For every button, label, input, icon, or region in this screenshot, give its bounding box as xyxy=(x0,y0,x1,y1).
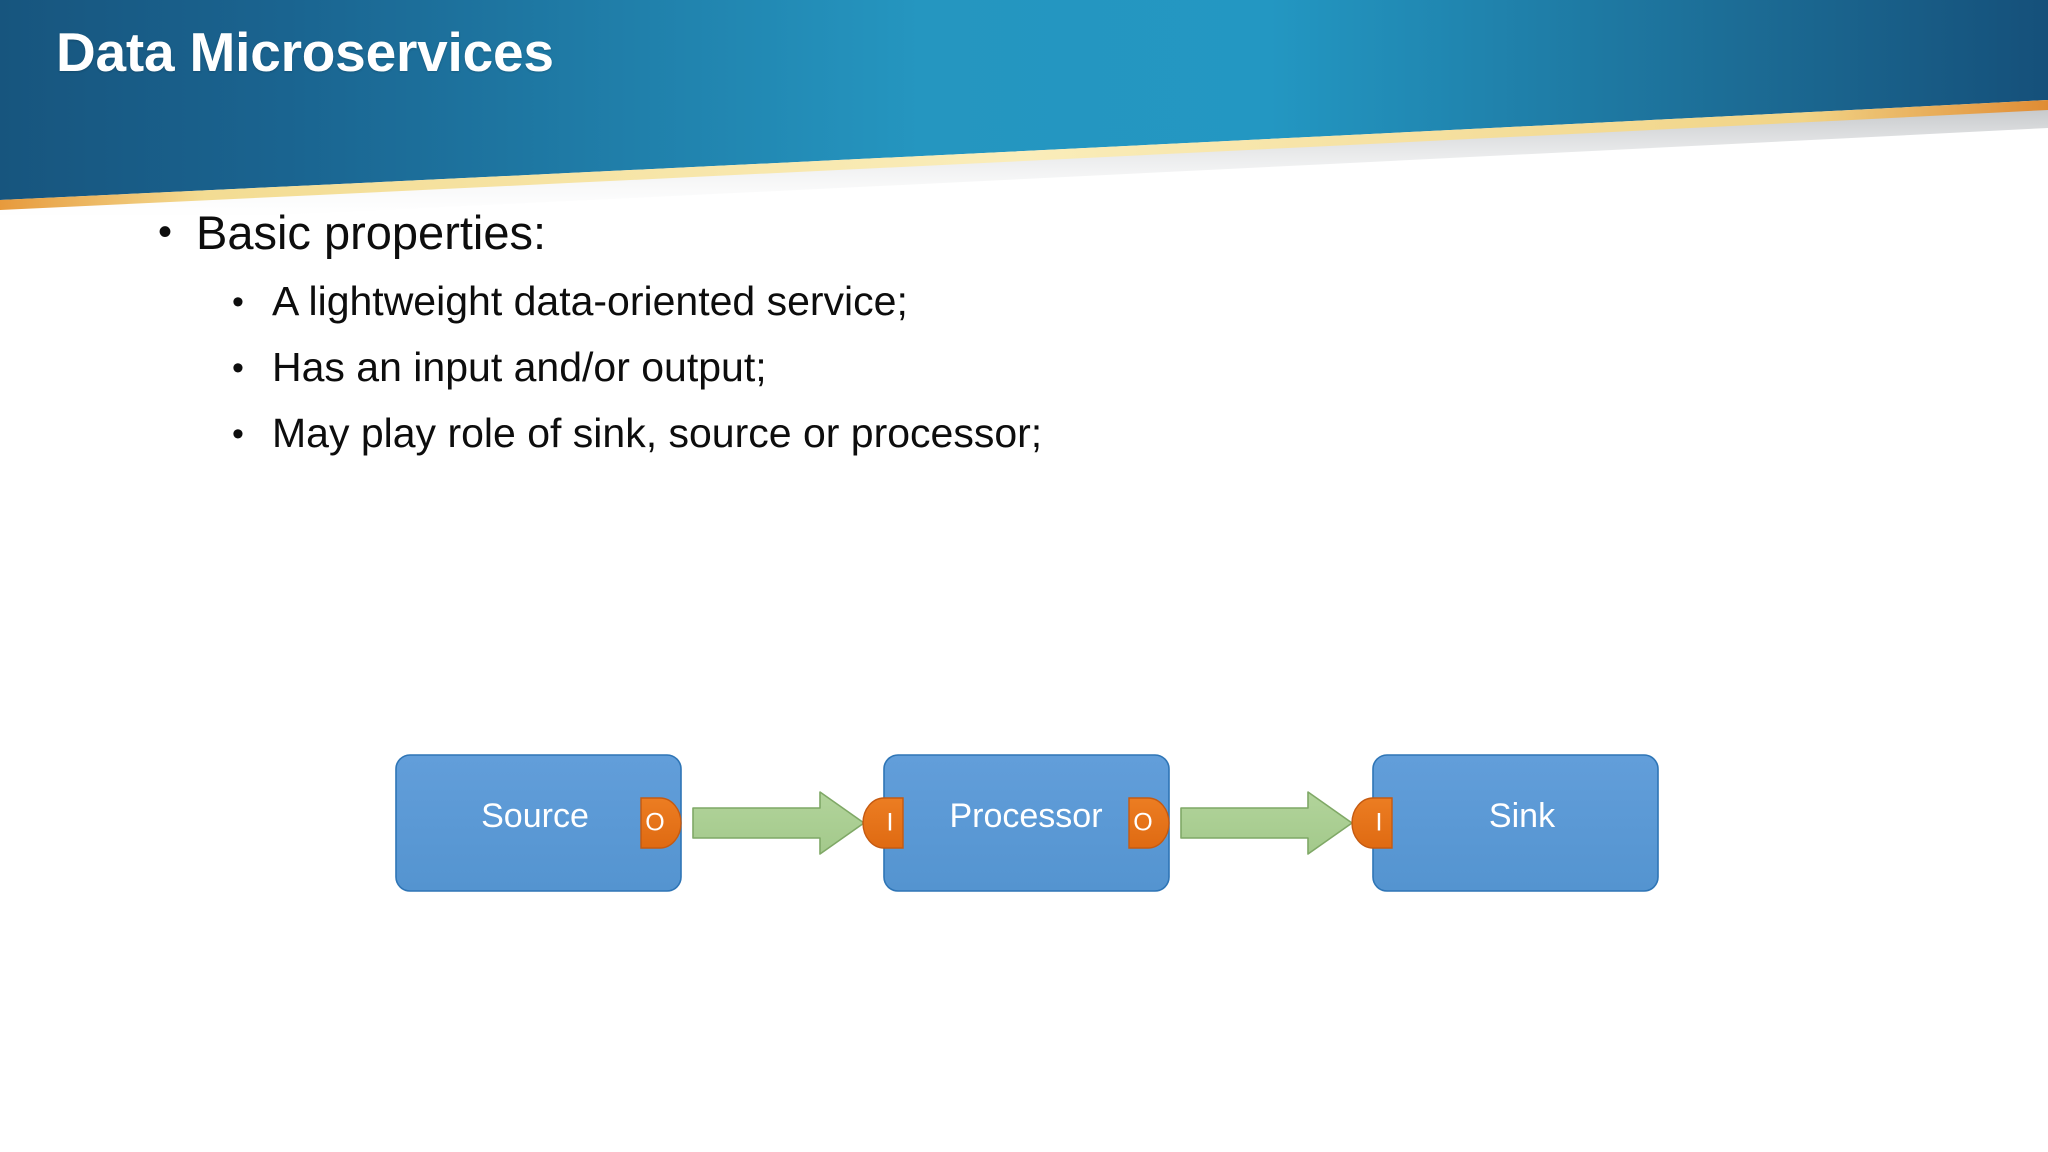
source-output-port-label: O xyxy=(645,809,664,837)
processor-node-label: Processor xyxy=(949,797,1102,835)
bullet-sublist: • A lightweight data-oriented service; •… xyxy=(0,277,2048,475)
source-output-port[interactable] xyxy=(640,797,682,849)
slide-header-banner: Data Microservices xyxy=(0,0,2048,215)
bullet-level2: • May play role of sink, source or proce… xyxy=(0,409,2048,475)
bullet-level1: • Basic properties: xyxy=(0,205,2048,267)
arrow-right-icon xyxy=(692,791,865,855)
diagram-node-sink[interactable]: Sink I xyxy=(1351,754,1659,892)
processor-input-port-label: I xyxy=(887,809,894,837)
source-node-label: Source xyxy=(481,797,589,835)
banner-shape xyxy=(0,0,2048,200)
processor-output-port[interactable] xyxy=(1128,797,1170,849)
bullet-level2-text: May play role of sink, source or process… xyxy=(272,410,1043,456)
sink-input-port[interactable] xyxy=(1351,797,1393,849)
slide-body: • Basic properties: • A lightweight data… xyxy=(0,205,2048,475)
sink-node-label: Sink xyxy=(1489,797,1556,835)
banner-gold-accent-line xyxy=(0,100,2048,210)
bullet-marker-icon: • xyxy=(158,210,173,254)
processor-input-port[interactable] xyxy=(862,797,904,849)
bullet-level2: • Has an input and/or output; xyxy=(0,343,2048,409)
diagram-connector-source-to-processor xyxy=(692,791,865,855)
bullet-level2-text: A lightweight data-oriented service; xyxy=(272,278,908,324)
diagram-node-source[interactable]: Source O xyxy=(395,754,682,892)
sink-input-port-label: I xyxy=(1376,809,1383,837)
processor-output-port-label: O xyxy=(1133,809,1152,837)
bullet-marker-icon: • xyxy=(232,415,244,453)
diagram-connector-processor-to-sink xyxy=(1180,791,1353,855)
bullet-marker-icon: • xyxy=(232,349,244,387)
bullet-level2: • A lightweight data-oriented service; xyxy=(0,277,2048,343)
pipeline-diagram: Source O Processor I O xyxy=(0,740,2048,920)
page-title: Data Microservices xyxy=(56,21,554,83)
bullet-marker-icon: • xyxy=(232,283,244,321)
bullet-level1-text: Basic properties: xyxy=(196,206,547,259)
bullet-level2-text: Has an input and/or output; xyxy=(272,344,767,390)
diagram-node-processor[interactable]: Processor I O xyxy=(862,754,1170,892)
arrow-right-icon xyxy=(1180,791,1353,855)
